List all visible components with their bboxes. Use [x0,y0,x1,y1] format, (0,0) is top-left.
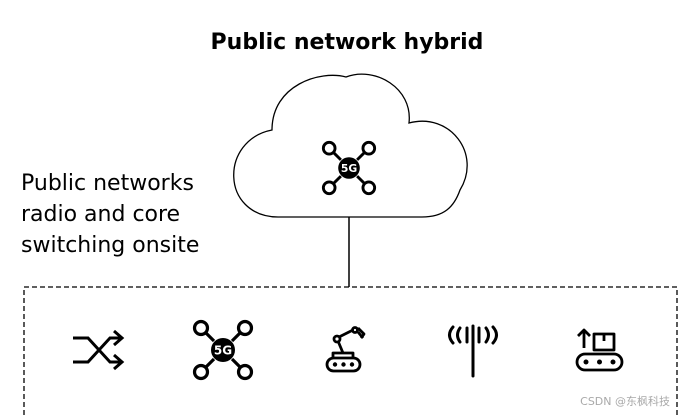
side-label-line-1: Public networks [21,171,194,196]
onsite-5g-badge: 5G [214,344,232,358]
conveyor-belt-icon [575,328,624,372]
side-label: Public networks radio and core switching… [21,168,199,261]
onsite-boundary [23,286,678,415]
watermark: CSDN @东枫科技 [580,395,670,408]
shuffle-arrows-icon [73,329,125,371]
cloud-shape [233,73,468,218]
cloud-5g-badge: 5G [341,162,358,175]
robotic-arm-icon [325,326,366,373]
diagram-title: Public network hybrid [210,30,484,55]
side-label-line-3: switching onsite [21,233,200,258]
radio-antenna-icon [448,324,498,378]
side-label-line-2: radio and core [21,202,181,227]
onsite-5g-icon: 5G [192,319,254,381]
cloud-5g-icon: 5G [321,140,377,196]
